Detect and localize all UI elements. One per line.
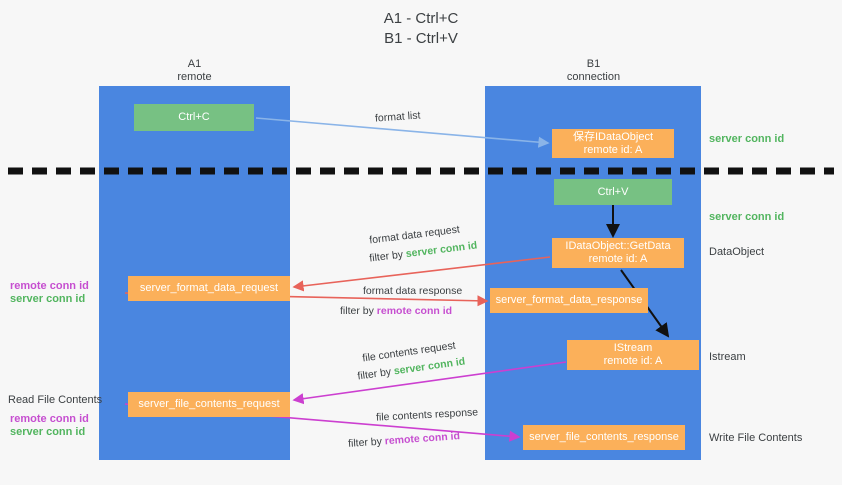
label-dataobject: DataObject [709,246,765,258]
filter-value-server-conn-id: server conn id [405,239,478,261]
box-istream[interactable]: IStream remote id: A [567,340,699,370]
box-ctrl-v[interactable]: Ctrl+V [554,179,672,205]
edge-label-format-list: format list [374,109,421,125]
label-istream: Istream [709,351,746,363]
label-remote-conn-id-b: remote conn id [10,413,89,425]
filter-prefix: filter by [347,435,386,450]
filter-prefix: filter by [368,248,407,265]
edge-label-format-data-response-filter: filter by remote conn id [340,304,452,318]
page-title: A1 - Ctrl+C B1 - Ctrl+V [383,10,459,47]
label-server-conn-id-b: server conn id [10,426,86,438]
lane-header-a1: A1 remote [177,58,212,83]
box-idataobject-getdata[interactable]: IDataObject::GetData remote id: A [552,238,684,268]
label-server-conn-id-mid: server conn id [709,211,785,223]
label-remote-conn-id-a: remote conn id [10,280,89,292]
label-server-conn-id-a: server conn id [10,293,86,305]
filter-prefix: filter by [356,365,395,383]
label-server-conn-id-top: server conn id [709,133,785,145]
lane-header-b1: B1 connection [566,58,621,83]
edge-label-file-contents-response: file contents response [375,406,479,424]
box-server-format-data-request[interactable]: server_format_data_request [128,276,290,301]
box-ctrl-c[interactable]: Ctrl+C [134,104,254,131]
filter-prefix: filter by [340,305,377,317]
box-server-format-data-response[interactable]: server_format_data_response [490,288,648,313]
box-idataobject-save[interactable]: 保存IDataObject remote id: A [552,129,674,158]
box-server-file-contents-response[interactable]: server_file_contents_response [523,425,685,450]
label-read-file-contents: Read File Contents [8,394,103,406]
edge-label-file-contents-response-filter: filter by remote conn id [348,429,461,451]
box-server-file-contents-request[interactable]: server_file_contents_request [128,392,290,417]
filter-value-remote-conn-id: remote conn id [376,305,453,317]
filter-value-remote-conn-id: remote conn id [384,430,461,448]
label-write-file-contents: Write File Contents [709,432,803,444]
edge-label-format-data-response: format data response [363,285,463,297]
